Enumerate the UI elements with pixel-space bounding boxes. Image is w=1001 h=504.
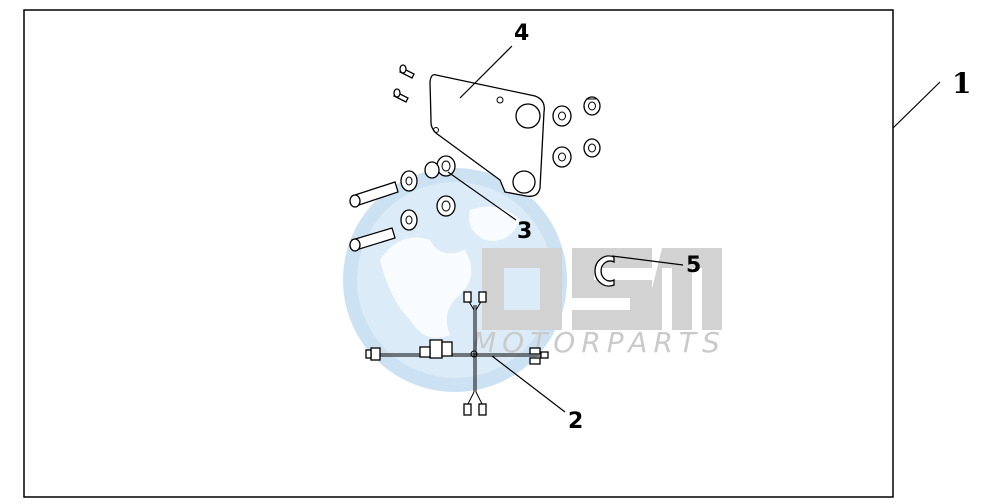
- callout-2-label: 2: [568, 409, 583, 434]
- callout-2-leader: [491, 355, 566, 413]
- watermark: MOTORPARTS: [343, 168, 722, 392]
- watermark-continents: [380, 206, 520, 338]
- watermark-letters: [482, 248, 722, 330]
- wire-harness: [365, 291, 549, 416]
- callout-1-label: 1: [952, 67, 971, 100]
- callout-5-leader: [611, 255, 684, 266]
- callout-3-leader: [447, 171, 517, 221]
- callout-3-label: 3: [517, 219, 532, 244]
- callout-1-leader: [892, 81, 941, 129]
- washers-collars: [552, 96, 601, 168]
- callout-5-label: 5: [686, 253, 701, 278]
- diagram-frame: [23, 9, 894, 498]
- clip: [594, 255, 615, 287]
- callout-4-leader: [459, 45, 513, 99]
- callout-4-label: 4: [514, 21, 529, 46]
- small-screws: [393, 64, 415, 103]
- bolts-grommets: [349, 155, 456, 252]
- bracket-plate: [429, 74, 545, 197]
